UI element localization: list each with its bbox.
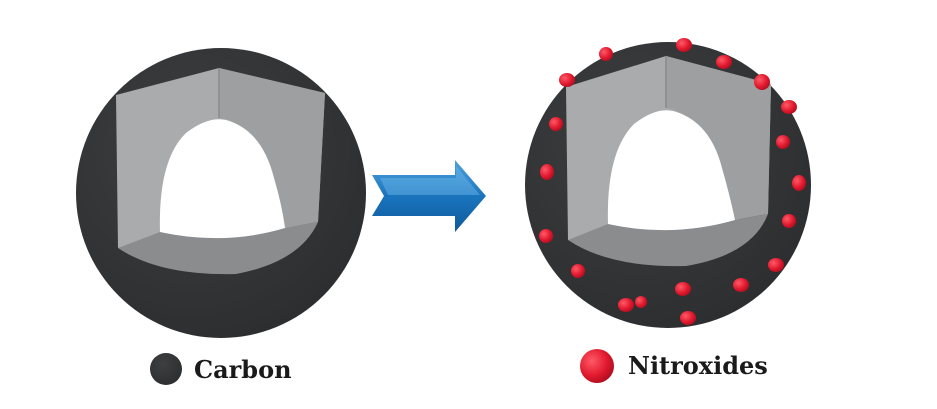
nitroxide-dot (618, 298, 634, 312)
nitroxides-legend-icon (580, 349, 614, 383)
legend-carbon-label: Carbon (194, 355, 292, 384)
nitroxide-dot (549, 117, 563, 131)
nitroxide-dot (675, 282, 691, 296)
shell-bottom-face (568, 214, 768, 267)
carbon-legend-icon (150, 353, 182, 385)
arrow-shape (372, 160, 486, 232)
nitroxide-dot (733, 278, 749, 292)
nitroxide-dots (539, 38, 806, 325)
legend-nitroxides-label: Nitroxides (628, 351, 768, 380)
nitroxide-dot (716, 55, 732, 69)
transformation-arrow (372, 160, 486, 232)
nitroxide-dot (599, 47, 613, 61)
nitroxide-dot (768, 258, 784, 272)
arrow-highlight (380, 166, 480, 195)
nitroxide-dot (571, 264, 585, 278)
nitroxide-dot (776, 135, 790, 149)
nitroxide-dot (559, 73, 575, 87)
nitroxide-dot (635, 296, 647, 308)
nitroxide-dot (680, 311, 696, 325)
nitroxide-dot (792, 175, 806, 191)
cavity (159, 119, 285, 239)
nitroxide-dot (781, 100, 797, 114)
carbon-sphere (76, 48, 366, 338)
cavity (607, 110, 735, 231)
carbon-sphere-with-nitroxides (525, 38, 811, 328)
nitroxide-dot (782, 214, 796, 228)
nitroxide-dot (540, 164, 554, 180)
shell-bottom-face (118, 222, 318, 275)
nitroxide-dot (539, 229, 553, 243)
nitroxide-dot (676, 38, 692, 52)
shell-right-face (666, 56, 771, 220)
nitroxide-dot (754, 74, 770, 90)
shell-right-face (219, 68, 325, 228)
